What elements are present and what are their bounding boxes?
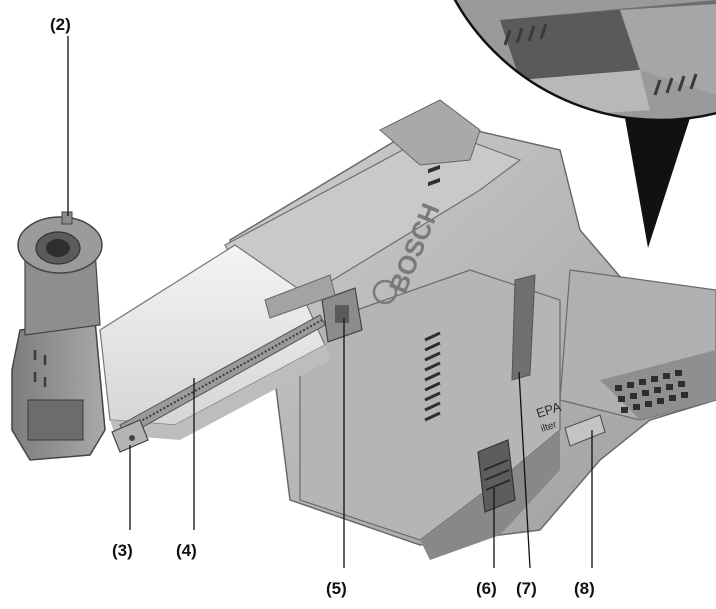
zoom-detail-circle-icon bbox=[425, 0, 716, 248]
callout-6: (6) bbox=[476, 579, 497, 598]
callout-3: (3) bbox=[112, 541, 133, 560]
leader-lines bbox=[67, 36, 593, 569]
callout-7: (7) bbox=[516, 579, 537, 598]
callout-5: (5) bbox=[326, 579, 347, 598]
callout-2: (2) bbox=[50, 15, 71, 34]
dust-extraction-unit-icon: BOSCH EPA ilter bbox=[11, 99, 716, 560]
filter-label: EPA bbox=[534, 399, 563, 421]
callout-4: (4) bbox=[176, 541, 197, 560]
callout-8: (8) bbox=[574, 579, 595, 598]
filter-sublabel: ilter bbox=[540, 419, 559, 435]
